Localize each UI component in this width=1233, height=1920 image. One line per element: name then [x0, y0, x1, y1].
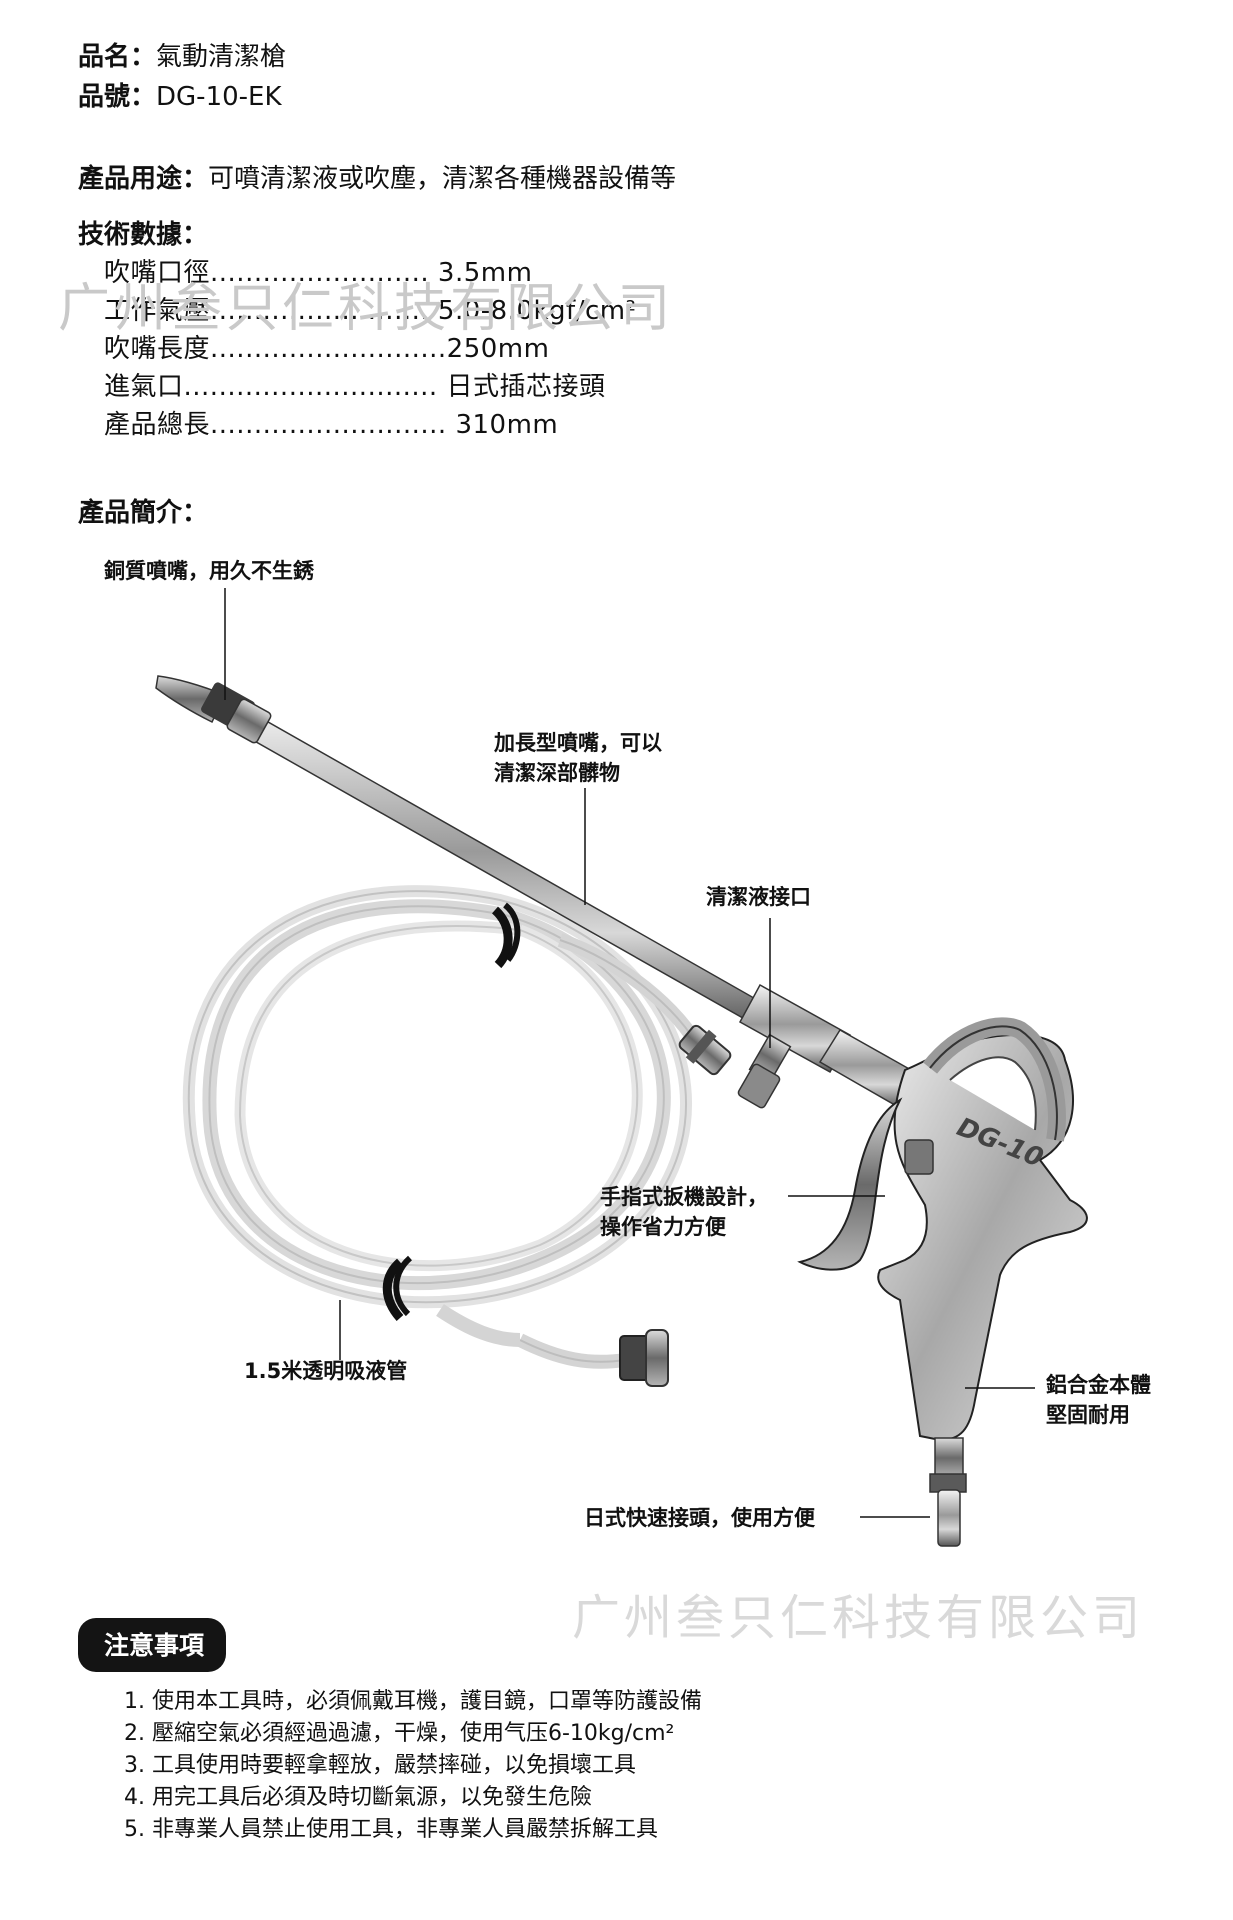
intro-title: 產品簡介： — [78, 498, 209, 528]
spec-dots: ............................. — [183, 372, 438, 402]
spec-row: 吹嘴口徑......................... 3.5mm — [104, 252, 532, 289]
notes-title-badge: 注意事項 — [78, 1618, 227, 1672]
callout-trigger-line-2: 操作省力方便 — [600, 1215, 726, 1239]
notes-item: 5. 非專業人員禁止使用工具，非專業人員嚴禁拆解工具 — [124, 1817, 658, 1842]
spec-value: 日式插芯接頭 — [446, 372, 606, 402]
callout-body: 鋁合金本體 堅固耐用 — [1046, 1370, 1151, 1430]
product-usage-value: 可噴清潔液或吹塵，清潔各種機器設備等 — [208, 164, 677, 194]
spec-row: 工作氣壓......................... 5.0-8.0kgf… — [104, 290, 637, 327]
product-model-value: DG-10-EK — [156, 82, 282, 112]
hose-bottom-fitting — [619, 1329, 669, 1387]
watermark: 广州叁只仁科技有限公司 — [58, 279, 675, 339]
spec-row: 吹嘴長度...........................250mm — [104, 328, 549, 365]
callout-trigger: 手指式扳機設計， 操作省力方便 — [600, 1182, 768, 1242]
spec-label: 進氣口 — [104, 372, 184, 402]
product-model: 品號：DG-10-EK — [78, 76, 282, 113]
notes-list: 1. 使用本工具時，必須佩戴耳機，護目鏡，口罩等防護設備 2. 壓縮空氣必須經過… — [124, 1686, 702, 1846]
spec-dots: ........................... — [210, 334, 447, 364]
product-model-label: 品號： — [78, 82, 157, 112]
spec-label: 產品總長 — [104, 410, 211, 440]
spec-dots: ......................... — [210, 296, 430, 326]
spec-value: 3.5mm — [437, 258, 533, 288]
spec-label: 吹嘴長度 — [104, 334, 211, 364]
product-name: 品名：氣動清潔槍 — [78, 36, 286, 73]
product-usage-label: 產品用途： — [78, 164, 209, 194]
spec-value: 5.0-8.0kgf/cm² — [437, 296, 637, 326]
specs-title: 技術數據： — [78, 220, 209, 250]
notes-item: 2. 壓縮空氣必須經過過濾，干燥，使用气压6-10kg/cm² — [124, 1721, 675, 1746]
notes-item: 3. 工具使用時要輕拿輕放，嚴禁摔碰，以免損壞工具 — [124, 1753, 636, 1778]
callout-body-line-1: 鋁合金本體 — [1046, 1373, 1151, 1397]
callout-extended-line-2: 清潔深部髒物 — [494, 761, 620, 785]
product-name-value: 氣動清潔槍 — [156, 42, 287, 72]
spec-value: 310mm — [455, 410, 559, 440]
callout-extended-nozzle: 加長型噴嘴，可以 清潔深部髒物 — [494, 728, 662, 788]
spec-row: 產品總長........................... 310mm — [104, 404, 558, 441]
callout-nozzle: 銅質噴嘴，用久不生銹 — [104, 559, 314, 583]
callout-extended-line-1: 加長型噴嘴，可以 — [494, 731, 662, 755]
gun-body — [797, 1017, 1088, 1547]
spec-row: 進氣口............................. 日式插芯接頭 — [104, 366, 605, 403]
extended-nozzle — [155, 675, 922, 1110]
hose — [182, 885, 707, 1369]
product-name-label: 品名： — [78, 42, 157, 72]
spec-value: 250mm — [446, 334, 550, 364]
callout-body-line-2: 堅固耐用 — [1046, 1403, 1130, 1427]
spec-label: 吹嘴口徑 — [104, 258, 211, 288]
spec-dots: ......................... — [210, 258, 430, 288]
callout-lines — [224, 588, 1035, 1518]
notes-item: 1. 使用本工具時，必須佩戴耳機，護目鏡，口罩等防護設備 — [124, 1689, 702, 1714]
callout-liquid-port: 清潔液接口 — [706, 885, 811, 909]
watermark-bottom: 广州叁只仁科技有限公司 — [572, 1590, 1145, 1646]
callout-trigger-line-1: 手指式扳機設計， — [600, 1185, 768, 1209]
product-usage: 產品用途：可噴清潔液或吹塵，清潔各種機器設備等 — [78, 158, 676, 195]
spec-dots: ........................... — [210, 410, 447, 440]
spec-label: 工作氣壓 — [104, 296, 211, 326]
hose-top-fitting — [678, 1024, 732, 1076]
callout-hose: 1.5米透明吸液管 — [244, 1359, 408, 1383]
callout-connector: 日式快速接頭，使用方便 — [584, 1506, 815, 1530]
notes-item: 4. 用完工具后必須及時切斷氣源，以免發生危險 — [124, 1785, 592, 1810]
